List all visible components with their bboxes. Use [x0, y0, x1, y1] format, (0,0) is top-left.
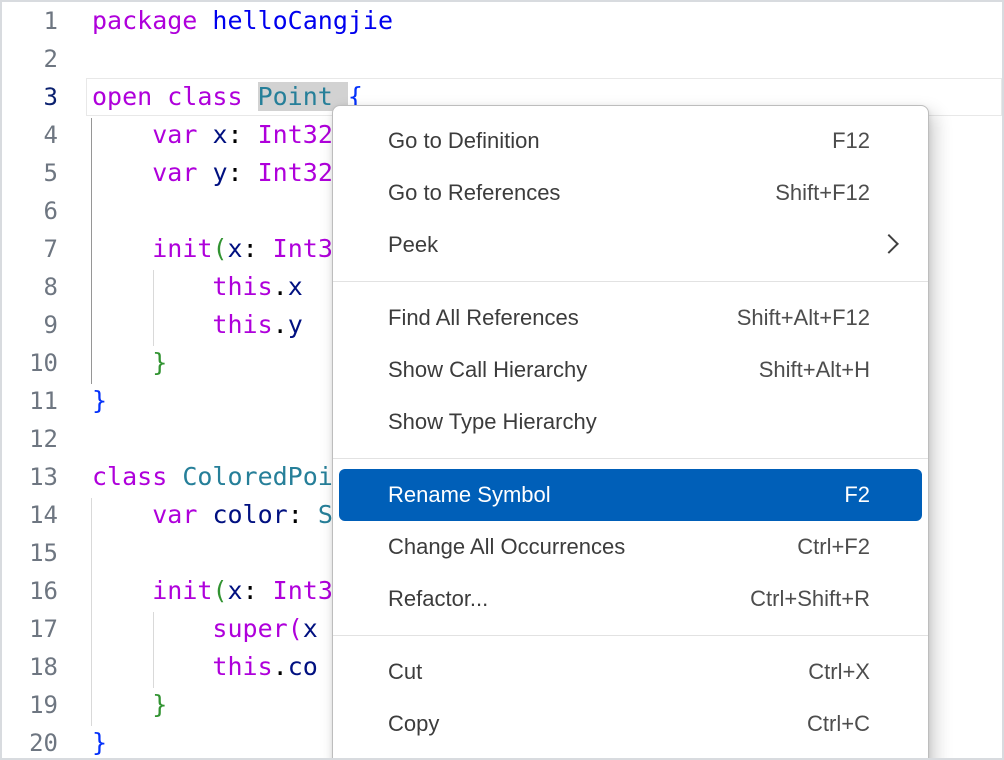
- code-line-18[interactable]: 18 this.co: [2, 648, 1002, 686]
- code-line-1[interactable]: 1 package helloCangjie: [2, 2, 1002, 40]
- line-number: 7: [43, 235, 58, 263]
- code-text: package helloCangjie: [92, 6, 394, 35]
- menu-separator: [333, 458, 928, 459]
- menu-item-refactor[interactable]: Refactor... Ctrl+Shift+R: [333, 573, 928, 625]
- menu-item-label: Copy: [388, 711, 440, 736]
- menu-item-shortcut: F12: [832, 128, 870, 153]
- menu-item-show-type-hierarchy[interactable]: Show Type Hierarchy: [333, 396, 928, 448]
- code-line-14[interactable]: 14 var color: S: [2, 496, 1002, 534]
- menu-item-shortcut: Shift+Alt+F12: [736, 305, 870, 330]
- menu-item-label: Show Call Hierarchy: [388, 357, 588, 382]
- menu-item-label: Find All References: [388, 305, 579, 330]
- menu-item-shortcut: Shift+F12: [775, 180, 870, 205]
- line-number: 5: [43, 159, 58, 187]
- code-line-8[interactable]: 8 this.x: [2, 268, 1002, 306]
- code-line-17[interactable]: 17 super(x: [2, 610, 1002, 648]
- line-number: 6: [43, 197, 58, 225]
- code-line-15[interactable]: 15: [2, 534, 1002, 572]
- chevron-right-icon: [879, 233, 899, 254]
- line-number: 4: [43, 121, 58, 149]
- menu-item-label: Show Type Hierarchy: [388, 409, 597, 434]
- menu-item-find-all-references[interactable]: Find All References Shift+Alt+F12: [333, 292, 928, 344]
- line-number: 11: [29, 387, 58, 415]
- menu-item-copy[interactable]: Copy Ctrl+C: [333, 698, 928, 750]
- code-line-2[interactable]: 2: [2, 40, 1002, 78]
- menu-item-label: Peek: [388, 232, 439, 257]
- code-line-3[interactable]: 3 open class Point {: [2, 78, 1002, 116]
- selected-word-highlight: [332, 82, 348, 111]
- line-number: 16: [29, 577, 58, 605]
- code-text: var x: Int32: [152, 120, 333, 149]
- menu-item-show-call-hierarchy[interactable]: Show Call Hierarchy Shift+Alt+H: [333, 344, 928, 396]
- code-text: super(x: [212, 614, 318, 643]
- code-text: var y: Int32: [152, 158, 333, 187]
- line-number: 19: [29, 691, 58, 719]
- code-line-16[interactable]: 16 init(x: Int3: [2, 572, 1002, 610]
- code-text: this.co: [212, 652, 318, 681]
- menu-item-change-all-occurrences[interactable]: Change All Occurrences Ctrl+F2: [333, 521, 928, 573]
- code-text: }: [92, 386, 108, 415]
- line-number: 2: [43, 45, 58, 73]
- code-line-12[interactable]: 12: [2, 420, 1002, 458]
- menu-item-cut[interactable]: Cut Ctrl+X: [333, 646, 928, 698]
- menu-separator: [333, 281, 928, 282]
- code-line-20[interactable]: 20}: [2, 724, 1002, 758]
- menu-item-go-to-references[interactable]: Go to References Shift+F12: [333, 167, 928, 219]
- code-line-10[interactable]: 10 }: [2, 344, 1002, 382]
- menu-item-label: Go to Definition: [388, 128, 540, 153]
- menu-item-rename-symbol[interactable]: Rename Symbol F2: [339, 469, 922, 521]
- line-number: 13: [29, 463, 58, 491]
- line-number: 9: [43, 311, 58, 339]
- code-text: this.y: [212, 310, 303, 339]
- code-text: class ColoredPoi: [92, 462, 333, 491]
- menu-item-shortcut: Ctrl+F2: [797, 534, 870, 559]
- code-line-4[interactable]: 4 var x: Int32: [2, 116, 1002, 154]
- menu-separator: [333, 635, 928, 636]
- line-number: 3: [43, 83, 58, 111]
- code-text: init(x: Int3: [152, 234, 333, 263]
- menu-item-peek[interactable]: Peek: [333, 219, 928, 271]
- menu-item-label: Rename Symbol: [388, 482, 551, 507]
- code-text: open class Point {: [92, 82, 363, 111]
- code-text: }: [152, 690, 168, 719]
- code-line-7[interactable]: 7 init(x: Int3: [2, 230, 1002, 268]
- line-number: 14: [29, 501, 58, 529]
- code-text: }: [152, 348, 168, 377]
- line-number: 8: [43, 273, 58, 301]
- menu-item-go-to-definition[interactable]: Go to Definition F12: [333, 115, 928, 167]
- menu-item-label: Go to References: [388, 180, 561, 205]
- line-number: 10: [29, 349, 58, 377]
- line-number: 15: [29, 539, 58, 567]
- code-text: }: [92, 728, 108, 757]
- code-line-9[interactable]: 9 this.y: [2, 306, 1002, 344]
- line-number: 20: [29, 729, 58, 757]
- code-line-13[interactable]: 13 class ColoredPoi: [2, 458, 1002, 496]
- line-number: 18: [29, 653, 58, 681]
- menu-item-shortcut: Ctrl+C: [807, 711, 870, 736]
- line-number: 17: [29, 615, 58, 643]
- menu-item-shortcut: Shift+Alt+H: [758, 357, 870, 382]
- code-text: this.x: [212, 272, 303, 301]
- line-number: 12: [29, 425, 58, 453]
- selected-word-highlight: Point: [257, 82, 333, 111]
- code-line-5[interactable]: 5 var y: Int32: [2, 154, 1002, 192]
- menu-item-label: Refactor...: [388, 586, 489, 611]
- code-line-6[interactable]: 6: [2, 192, 1002, 230]
- code-text: var color: S: [152, 500, 333, 529]
- menu-item-label: Change All Occurrences: [388, 534, 626, 559]
- line-number: 1: [43, 7, 58, 35]
- menu-item-shortcut: F2: [844, 482, 870, 507]
- menu-item-label: Cut: [388, 659, 423, 684]
- code-line-19[interactable]: 19 }: [2, 686, 1002, 724]
- code-text: init(x: Int3: [152, 576, 333, 605]
- menu-item-shortcut: Ctrl+Shift+R: [750, 586, 870, 611]
- code-line-11[interactable]: 11}: [2, 382, 1002, 420]
- menu-item-shortcut: Ctrl+X: [808, 659, 870, 684]
